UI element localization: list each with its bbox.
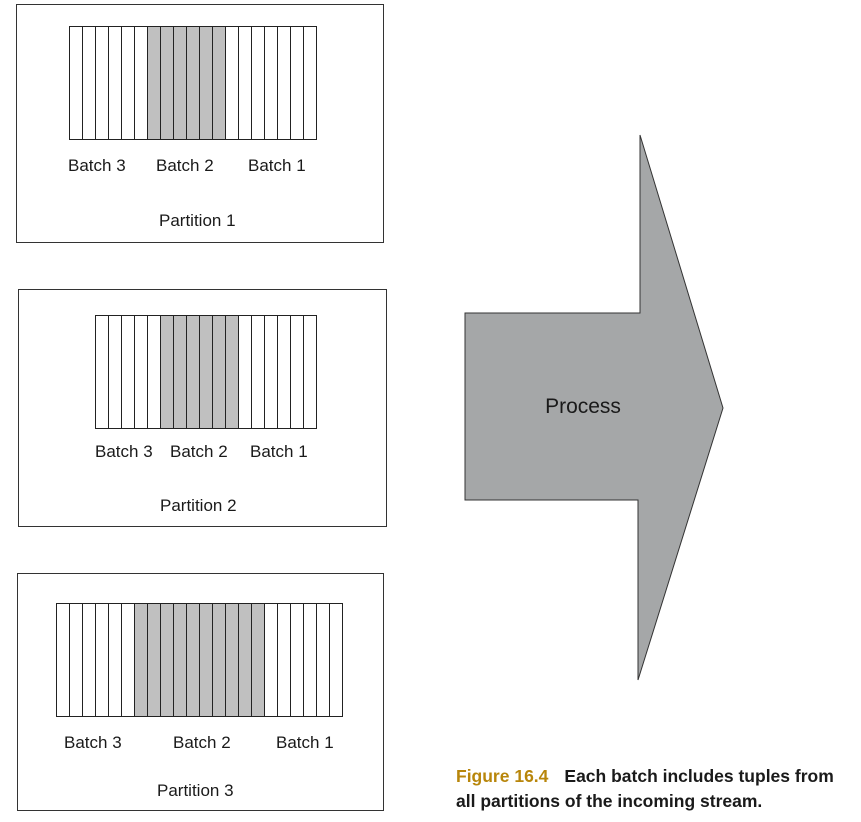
tuple-cell [291,27,304,139]
tuple-cell [200,27,213,139]
tuple-cell [213,604,226,716]
tuple-cell [291,604,304,716]
tuple-cell [174,27,187,139]
tuple-cell [161,316,174,428]
tuple-cell [278,604,291,716]
tuple-cell [330,604,343,716]
tuple-cell [187,27,200,139]
tuple-cell [174,604,187,716]
tuple-cell [213,27,226,139]
tuple-cell [252,316,265,428]
partition-1-tuple-strip [69,26,317,140]
tuple-cell [83,27,96,139]
tuple-cell [304,604,317,716]
tuple-cell [278,316,291,428]
tuple-cell [135,316,148,428]
tuple-cell [148,27,161,139]
partition-3-batch-1-label: Batch 1 [276,733,334,752]
tuple-cell [122,27,135,139]
tuple-cell [96,316,109,428]
partition-2-label: Partition 2 [160,496,237,515]
tuple-cell [174,316,187,428]
tuple-cell [109,316,122,428]
partition-3-tuple-strip [56,603,343,717]
partition-1-batch-3-label: Batch 3 [68,156,126,175]
partition-2-batch-1-label: Batch 1 [250,442,308,461]
tuple-cell [148,316,161,428]
tuple-cell [291,316,304,428]
tuple-cell [109,604,122,716]
figure-number: Figure 16.4 [456,766,549,786]
tuple-cell [252,27,265,139]
tuple-cell [317,604,330,716]
tuple-cell [265,604,278,716]
partition-1-box: Batch 3 Batch 2 Batch 1 Partition 1 [16,4,384,243]
tuple-cell [122,316,135,428]
process-arrow-shape [464,134,724,681]
tuple-cell [96,27,109,139]
tuple-cell [226,27,239,139]
partition-3-batch-3-label: Batch 3 [64,733,122,752]
tuple-cell [226,604,239,716]
partition-2-batch-2-label: Batch 2 [170,442,228,461]
partition-3-batch-2-label: Batch 2 [173,733,231,752]
tuple-cell [161,27,174,139]
tuple-cell [96,604,109,716]
caption-text: Each batch includes tuples from all part… [456,766,834,811]
partition-1-batch-2-label: Batch 2 [156,156,214,175]
tuple-cell [265,316,278,428]
tuple-cell [252,604,265,716]
tuple-cell [265,27,278,139]
tuple-cell [148,604,161,716]
tuple-cell [83,604,96,716]
partition-1-label: Partition 1 [159,211,236,230]
tuple-cell [122,604,135,716]
tuple-cell [226,316,239,428]
tuple-cell [161,604,174,716]
tuple-cell [213,316,226,428]
partition-1-batch-1-label: Batch 1 [248,156,306,175]
partition-2-batch-3-label: Batch 3 [95,442,153,461]
tuple-cell [239,604,252,716]
partition-2-tuple-strip [95,315,317,429]
tuple-cell [200,316,213,428]
tuple-cell [304,27,317,139]
tuple-cell [187,316,200,428]
tuple-cell [239,316,252,428]
tuple-cell [70,604,83,716]
tuple-cell [200,604,213,716]
process-label: Process [545,395,621,418]
tuple-cell [304,316,317,428]
tuple-cell [187,604,200,716]
partition-3-label: Partition 3 [157,781,234,800]
tuple-cell [278,27,291,139]
tuple-cell [109,27,122,139]
partition-3-box: Batch 3 Batch 2 Batch 1 Partition 3 [17,573,384,811]
tuple-cell [135,27,148,139]
tuple-cell [135,604,148,716]
tuple-cell [239,27,252,139]
partition-2-box: Batch 3 Batch 2 Batch 1 Partition 2 [18,289,387,527]
tuple-cell [70,27,83,139]
tuple-cell [57,604,70,716]
